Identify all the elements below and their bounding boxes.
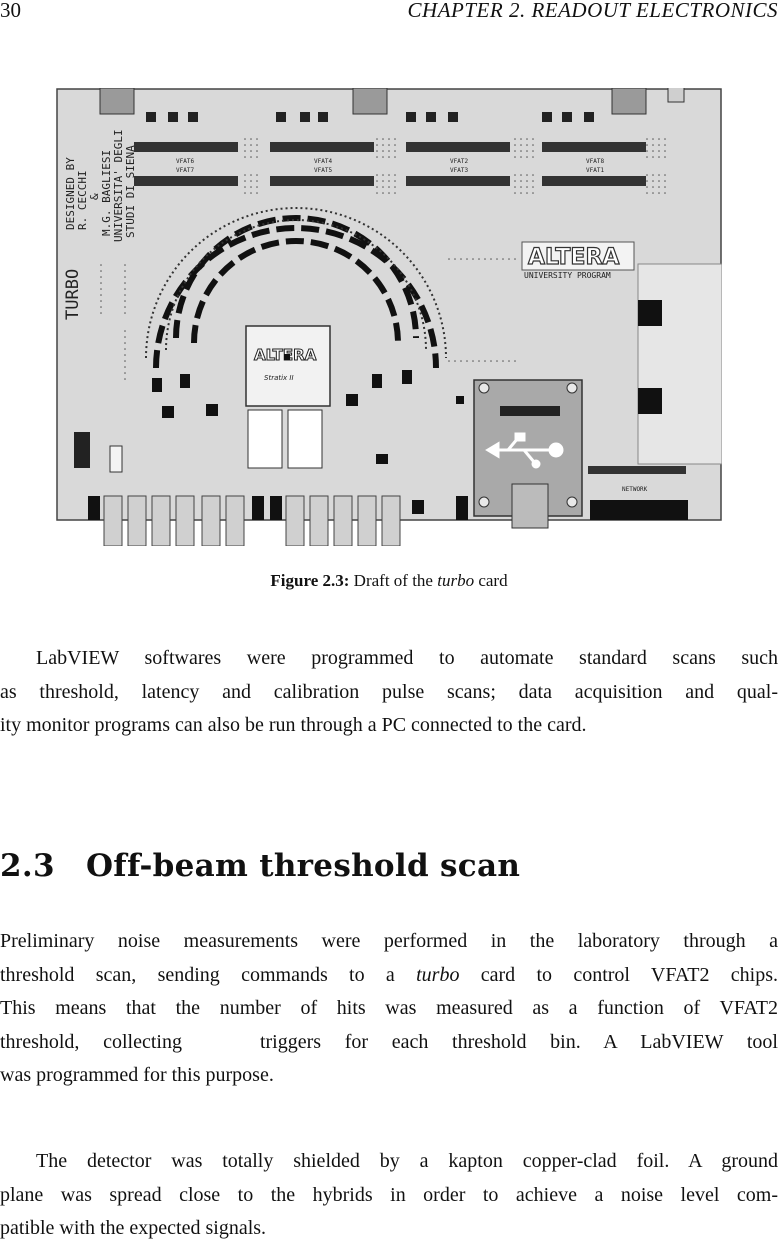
section-title: Off-beam threshold scan <box>86 848 521 884</box>
turbo-label: TURBO <box>63 269 83 320</box>
turbo-card-figure: VFAT6 VFAT7 VFAT4 VFAT5 VFAT2 VFAT3 VFAT… <box>56 88 722 546</box>
text-line: Preliminary noise measurements were perf… <box>0 930 778 952</box>
vfat-label: VFAT2 <box>450 158 468 165</box>
text-line: The detector was totally shielded by a k… <box>36 1150 778 1172</box>
usb-icon <box>485 432 564 469</box>
memory-block <box>247 409 283 469</box>
text-line: patible with the expected signals. <box>0 1217 267 1239</box>
pin-header <box>120 328 126 384</box>
paragraph: LabVIEW softwares were programmed to aut… <box>0 642 778 743</box>
vfat-label: VFAT5 <box>314 167 332 174</box>
figure-label: Figure 2.3: <box>270 571 350 590</box>
network-connector <box>590 500 688 520</box>
scattered-components <box>152 354 464 464</box>
emphasis: turbo <box>416 963 460 986</box>
stratix-label: Stratix II <box>264 374 294 382</box>
altera-logo: ALTERA <box>528 245 619 270</box>
section-heading: 2.3 Off-beam threshold scan <box>0 848 778 884</box>
network-header <box>588 466 686 474</box>
usb-connector-strip <box>500 406 560 416</box>
right-chip <box>638 388 662 414</box>
paragraph: The detector was totally shielded by a k… <box>0 1145 778 1246</box>
text-line: LabVIEW softwares were programmed to aut… <box>36 647 778 669</box>
text-line: This means that the number of hits was m… <box>0 997 778 1019</box>
analog-out-connector <box>667 88 685 103</box>
top-connector <box>352 88 388 115</box>
pin-header <box>446 356 518 364</box>
left-component <box>74 432 90 468</box>
text-line: was programmed for this purpose. <box>0 1064 274 1086</box>
designer-name: M.G. BAGLIESI <box>100 150 113 236</box>
left-component <box>109 445 123 473</box>
vfat-labels: VFAT6 VFAT7 VFAT4 VFAT5 VFAT2 VFAT3 VFAT… <box>176 158 604 174</box>
pin-header <box>120 264 126 316</box>
figure-caption: Figure 2.3: Draft of the turbo card <box>0 571 778 591</box>
vfat-label: VFAT7 <box>176 167 194 174</box>
vfat-label: VFAT4 <box>314 158 332 165</box>
arc-connectors <box>153 215 439 369</box>
vfat-label: VFAT1 <box>586 167 604 174</box>
designer-name: R. CECCHI <box>76 170 89 230</box>
university-label: UNIVERSITA' DEGLI <box>112 129 125 242</box>
university-program-label: UNIVERSITY PROGRAM <box>524 271 611 280</box>
pin-header <box>100 264 106 316</box>
text-line: threshold scan, sending commands to a tu… <box>0 963 778 986</box>
right-panel <box>637 263 722 465</box>
fpga-chip <box>245 325 331 407</box>
pin-header <box>446 254 518 262</box>
page-number: 30 <box>0 0 21 22</box>
top-connector <box>611 88 647 115</box>
arc-resistors <box>145 207 447 359</box>
pcb-drawing: VFAT6 VFAT7 VFAT4 VFAT5 VFAT2 VFAT3 VFAT… <box>56 88 722 546</box>
designer-text: DESIGNED BY R. CECCHI & M.G. BAGLIESI UN… <box>63 129 137 320</box>
ampersand: & <box>88 193 101 200</box>
vfat-label: VFAT3 <box>450 167 468 174</box>
caption-text: card <box>474 571 508 590</box>
usb-port <box>511 483 549 529</box>
section-number: 2.3 <box>0 848 55 884</box>
caption-text: Draft of the <box>353 571 438 590</box>
vfat-connectors <box>134 138 668 196</box>
university-label: STUDI DI SIENA <box>124 145 137 238</box>
top-components <box>146 112 594 122</box>
network-label: NETWORK <box>622 486 648 493</box>
bottom-switches <box>88 496 468 520</box>
running-header: 30 CHAPTER 2. READOUT ELECTRONICS <box>0 0 778 24</box>
vfat-label: VFAT6 <box>176 158 194 165</box>
chapter-title: CHAPTER 2. READOUT ELECTRONICS <box>407 0 778 22</box>
memory-block <box>287 409 323 469</box>
altera-logo-box <box>521 241 635 271</box>
text-line: as threshold, latency and calibration pu… <box>0 680 778 703</box>
right-chip <box>638 300 662 326</box>
paragraph: Preliminary noise measurements were perf… <box>0 925 778 1093</box>
text-line: ity monitor programs can also be run thr… <box>0 714 587 736</box>
designed-by-label: DESIGNED BY <box>64 157 77 230</box>
lemo-connectors <box>103 495 401 546</box>
text-line: plane was spread close to the hybrids in… <box>0 1183 778 1206</box>
vfat-label: VFAT8 <box>586 158 604 165</box>
caption-emphasis: turbo <box>437 571 475 590</box>
top-connector <box>99 88 135 115</box>
